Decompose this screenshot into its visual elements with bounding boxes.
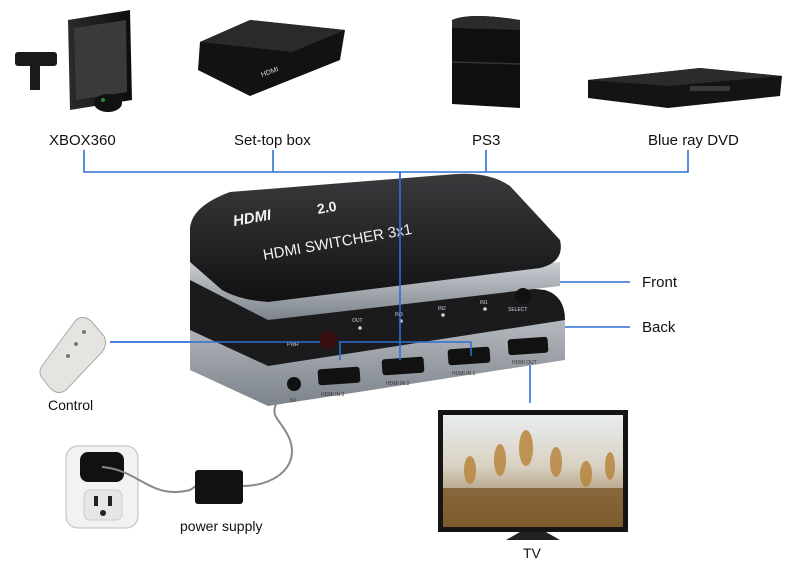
mains-cable	[101, 466, 197, 493]
front-label-pwr: PWR	[287, 342, 299, 348]
source-bus-line	[83, 150, 689, 173]
hdmi-in2-port	[381, 356, 425, 376]
callout-power-supply: power supply	[180, 518, 263, 534]
select-button	[515, 288, 531, 304]
callout-tv: TV	[523, 545, 542, 561]
source-label-ps3: PS3	[472, 132, 500, 149]
source-label-set-top-box: Set-top box	[234, 132, 311, 149]
hdmi-in1-port	[447, 346, 491, 366]
set-top-box-device: HDMI	[198, 20, 345, 96]
front-label-in3: IN3	[395, 312, 403, 318]
switcher-front-unit: HDMI 2.0 HDMI SWITCHER 3x1 PWR OUT IN3 I…	[190, 173, 561, 349]
front-label-in2: IN2	[438, 306, 446, 312]
hdmi-in3-port	[317, 366, 361, 386]
dc-cable	[242, 389, 293, 487]
blu-ray-player-device	[588, 68, 782, 108]
remote-control	[39, 316, 107, 394]
power-jack-label: 5V	[290, 398, 297, 404]
port-label-in3: HDMI IN 3	[321, 392, 345, 398]
in-bridge-line-overlay	[339, 341, 472, 360]
port-label-in1: HDMI IN 1	[452, 371, 476, 377]
led-in2	[441, 313, 445, 317]
hdmi-out-port	[507, 336, 549, 356]
hdmi-version: 2.0	[316, 198, 338, 217]
power-jack	[287, 377, 301, 391]
source-label-blu-ray: Blue ray DVD	[648, 132, 739, 149]
television	[438, 410, 628, 540]
ps3-device	[451, 16, 521, 108]
tv-stand	[506, 532, 560, 540]
wall-outlet	[65, 445, 139, 529]
port-label-in2: HDMI IN 2	[386, 381, 410, 387]
source-label-xbox360: XBOX360	[49, 132, 116, 149]
led-out	[358, 326, 362, 330]
callout-back: Back	[642, 319, 676, 336]
hdmi-logo: HDMI	[232, 206, 274, 230]
front-label-out: OUT	[352, 318, 363, 324]
led-in1	[483, 307, 487, 311]
ir-receiver-window	[319, 331, 337, 349]
connection-lines-overlay	[110, 172, 472, 360]
front-label-in1: IN1	[480, 300, 488, 306]
callout-control: Control	[48, 397, 93, 413]
xbox360-device	[15, 10, 132, 112]
port-label-out: HDMI OUT	[512, 360, 537, 366]
callout-front: Front	[642, 274, 678, 291]
front-label-select: SELECT	[508, 307, 527, 313]
power-adapter	[195, 470, 243, 504]
